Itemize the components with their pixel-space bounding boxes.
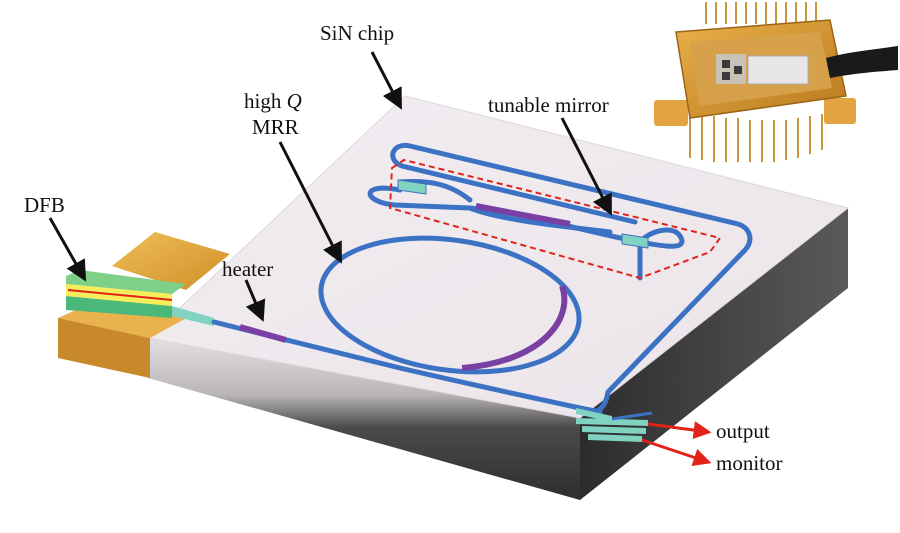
ring-heater-pad [461, 285, 568, 371]
sin-chip-pointer [370, 51, 402, 110]
module-ear-right [824, 98, 856, 124]
packaged-module [654, 2, 898, 162]
high-q-symbol: Q [286, 89, 302, 113]
chip-slab [146, 95, 850, 500]
output-label: output [716, 419, 770, 443]
mrr-pointer [278, 141, 342, 264]
dfb-green-bottom [66, 296, 172, 318]
high-q-label: high Q [244, 90, 302, 112]
dfb-green-top [66, 270, 186, 294]
tunable-mirror-label: tunable mirror [488, 93, 609, 117]
chip-top-face [146, 95, 850, 419]
module-fiber-boot [826, 46, 898, 78]
mirror-heater-pad [475, 203, 571, 227]
tunable-mirror-boundary [388, 158, 722, 280]
module-ear-left [654, 100, 688, 126]
dfb-label: DFB [24, 193, 65, 217]
high-q-prefix: high [244, 89, 287, 113]
monitor-label: monitor [716, 451, 783, 475]
input-coupler [172, 306, 214, 326]
tunable-mirror-pointer [560, 117, 612, 216]
coupler-3 [582, 426, 646, 434]
sin-chip-label: SiN chip [320, 21, 395, 45]
heater-label: heater [222, 257, 274, 281]
dfb-active-stripe [67, 289, 173, 301]
pointer-arrows [48, 51, 612, 322]
bus-waveguide [211, 319, 603, 415]
chip-right-face [580, 208, 848, 500]
dfb-gold-top-pad [112, 232, 230, 290]
module-internal-sin-chip [747, 55, 809, 85]
bus-waveguide-upper [390, 142, 753, 416]
mirror-coupler-right [621, 233, 649, 249]
heater-pointer [244, 279, 266, 322]
waveguides [211, 142, 753, 416]
output-couplers [576, 408, 653, 442]
tunable-mirror-loop [367, 185, 685, 281]
coupler-2 [576, 418, 648, 426]
dfb-pointer [48, 217, 87, 282]
output-arrow [647, 421, 712, 440]
mirror-lower-arm [467, 205, 613, 235]
monitor-arrow [641, 438, 712, 466]
mirror-coupler-left [397, 179, 427, 195]
heaters [239, 203, 571, 371]
dfb-base-front [58, 318, 150, 378]
coupler-4 [588, 434, 642, 442]
chip-front-face [148, 338, 580, 500]
bus-heater-pad [239, 324, 287, 343]
dfb-laser [58, 232, 230, 378]
coupler-1 [576, 408, 612, 422]
mrr-label: MRR [252, 115, 299, 139]
high-q-mrr [318, 235, 582, 375]
